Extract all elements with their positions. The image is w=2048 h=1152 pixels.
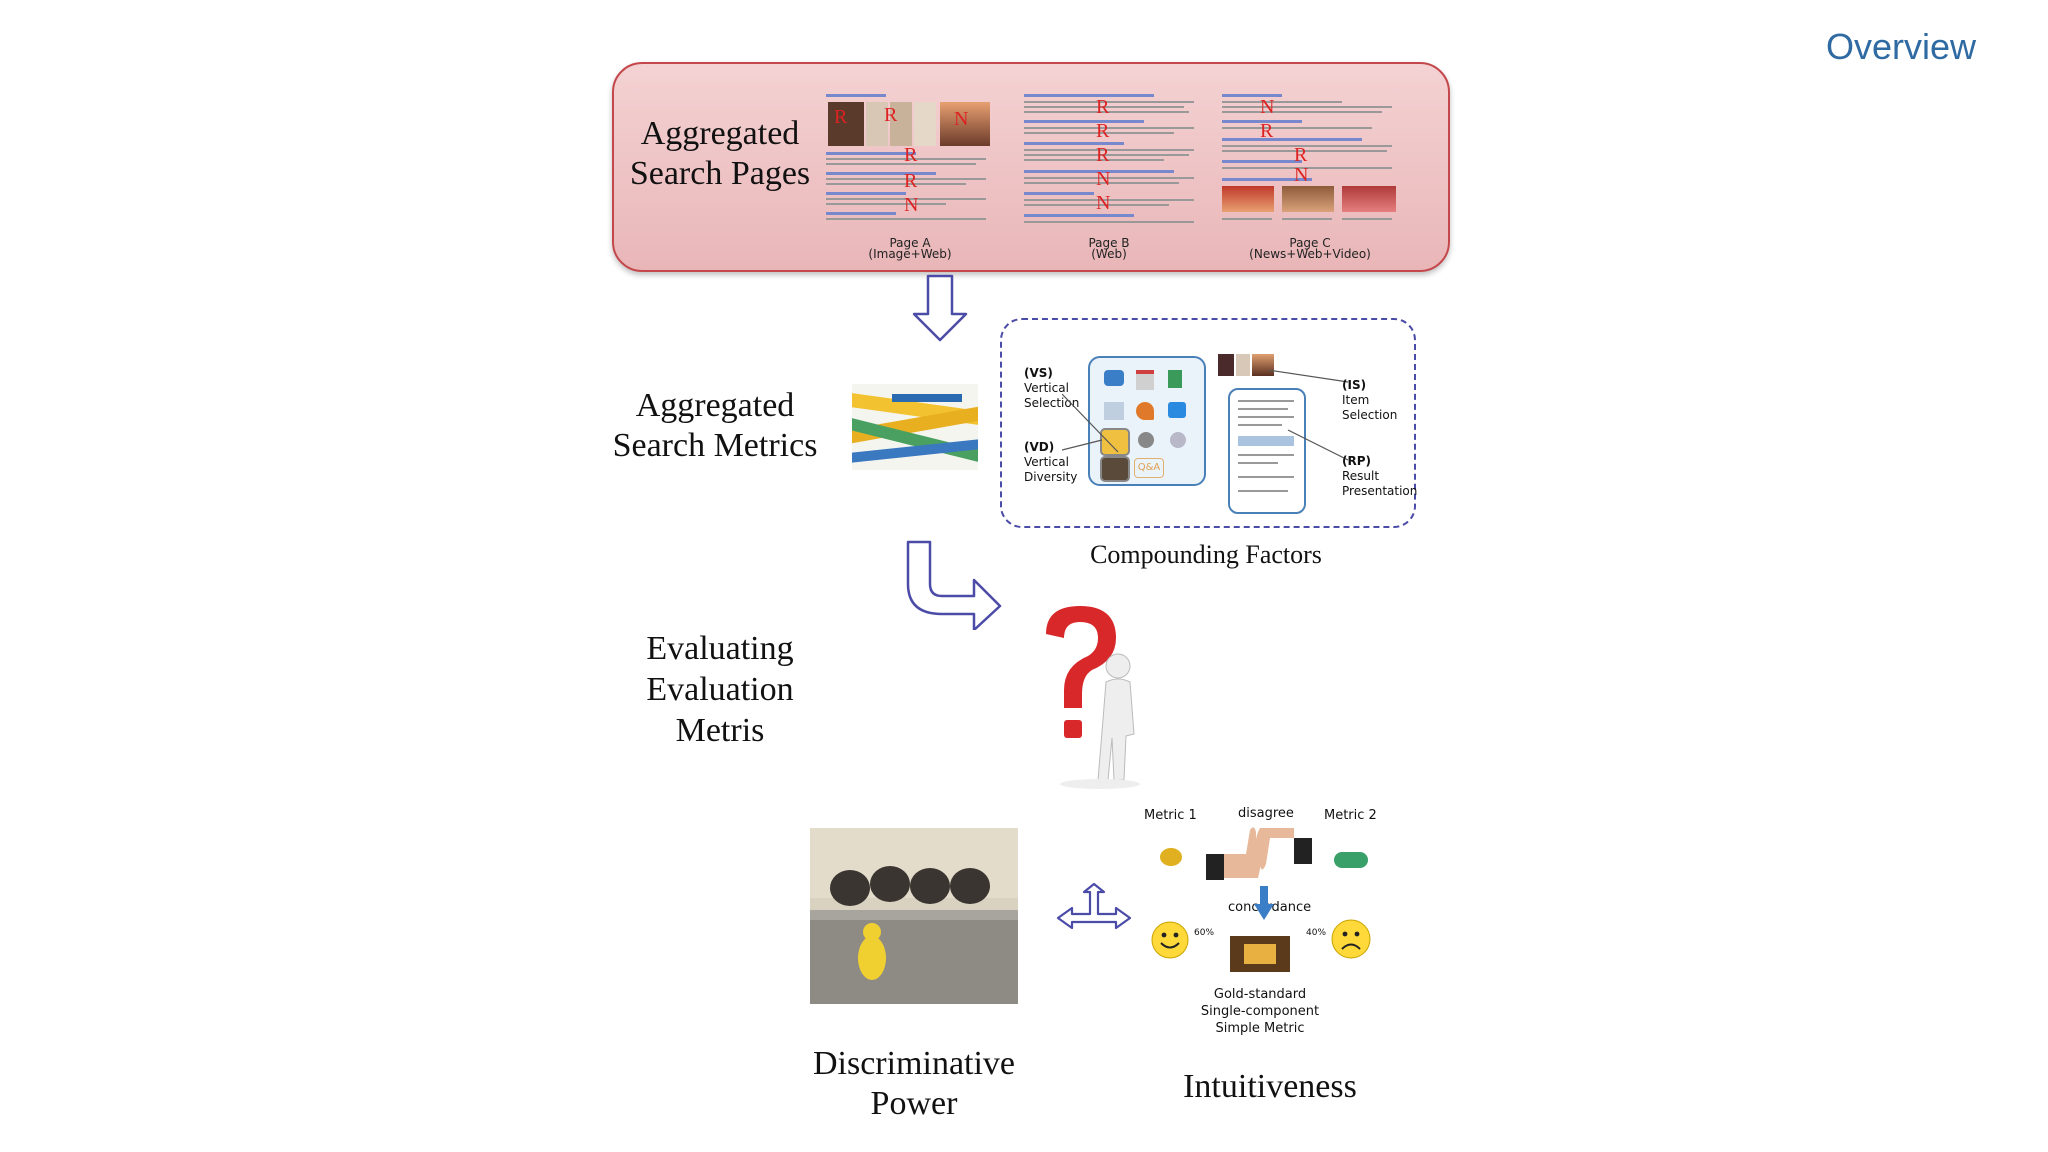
thumbs-icon — [1206, 827, 1312, 880]
video-icon — [1100, 456, 1130, 482]
sad-face-icon — [1331, 919, 1371, 959]
search-metrics-label-line1: Aggregated — [635, 387, 795, 424]
n-badge: N — [1096, 168, 1111, 190]
r-badge: R — [834, 106, 848, 128]
page-c-caption: Page C (News+Web+Video) — [1249, 236, 1371, 261]
pct-right: 40% — [1306, 928, 1327, 938]
gear-icon — [1138, 432, 1154, 448]
search-metrics-label-line2: Search Metrics — [612, 427, 818, 464]
search-pages-label-line2: Search Pages — [629, 155, 811, 192]
doc-icon — [1104, 402, 1124, 420]
evaluating-label-line3: Metris — [675, 712, 765, 749]
result-images-strip — [1218, 354, 1274, 378]
n-badge: N — [1096, 192, 1111, 214]
n-badge: N — [904, 194, 919, 216]
page-c-thumbnail — [1222, 92, 1398, 242]
result-page-panel — [1228, 388, 1306, 514]
down-arrow-blue-icon — [1254, 886, 1274, 920]
question-figure-image — [1046, 606, 1140, 789]
bidirectional-arrow-icon — [1056, 882, 1132, 930]
result-connectors — [1268, 370, 1349, 461]
factor-connectors — [1062, 393, 1119, 453]
discriminative-power-line2: Power — [870, 1085, 958, 1122]
news-icon — [1136, 370, 1154, 390]
page-a-caption: Page A (Image+Web) — [868, 236, 952, 261]
tape-green-icon — [1334, 852, 1368, 868]
slide-title: Overview — [1825, 26, 1976, 67]
r-badge: R — [1096, 96, 1110, 118]
metric2-label: Metric 2 — [1324, 808, 1377, 823]
search-metrics-label: Aggregated Search Metrics — [600, 386, 830, 466]
chat-icon — [1168, 402, 1186, 418]
compounding-factors-box: (VS) Vertical Selection (VD) Vertical Di… — [1000, 318, 1418, 528]
discriminative-power-line1: Discriminative — [812, 1045, 1016, 1082]
qa-icon: Q&A — [1134, 458, 1164, 478]
n-badge: N — [1294, 164, 1309, 186]
tape-measures-image — [852, 384, 978, 470]
down-arrow-icon — [912, 274, 968, 342]
book-icon — [1168, 370, 1182, 388]
r-badge: R — [1096, 144, 1110, 166]
happy-face-icon — [1151, 921, 1189, 959]
page-b-caption: Page B (Web) — [1088, 236, 1130, 261]
r-badge: R — [1294, 144, 1308, 166]
globe-icon — [1170, 432, 1186, 448]
factor-is: (IS) Item Selection — [1342, 378, 1398, 422]
n-badge: N — [1260, 96, 1275, 118]
page-a-image-strip — [828, 102, 990, 146]
evaluating-label-line1: Evaluating — [646, 630, 794, 667]
evaluating-label: Evaluating Evaluation Metris — [620, 628, 820, 751]
bent-arrow-icon — [906, 540, 1002, 630]
food-icon — [1136, 402, 1154, 420]
intuitiveness-label: Intuitiveness — [1183, 1068, 1357, 1105]
discriminative-power-label: Discriminative Power — [780, 1044, 1048, 1124]
metric1-label: Metric 1 — [1144, 808, 1197, 823]
r-badge: R — [904, 170, 918, 192]
tag-icon — [1100, 428, 1130, 456]
gold-standard-label: Gold-standard Single-component Simple Me… — [1200, 987, 1320, 1036]
camera-icon — [1104, 370, 1124, 386]
search-pages-label: Aggregated Search Pages — [620, 114, 820, 194]
verticals-panel: Q&A — [1088, 356, 1206, 486]
pct-left: 60% — [1194, 928, 1215, 938]
search-pages-box: Aggregated Search Pages Page A (Image+We… — [612, 62, 1450, 272]
compounding-factors-title: Compounding Factors — [1090, 540, 1322, 569]
r-badge: R — [904, 144, 918, 166]
page-c-video-strip — [1222, 186, 1398, 214]
evaluating-label-line2: Evaluation — [646, 671, 794, 708]
n-badge: N — [954, 108, 969, 130]
tape-yellow-icon — [1160, 848, 1182, 866]
r-badge: R — [1260, 120, 1274, 142]
page-a-thumbnail — [826, 92, 994, 244]
gold-standard-icon — [1230, 936, 1290, 972]
search-pages-label-line1: Aggregated — [640, 115, 800, 152]
factor-rp: (RP) Result Presentation — [1342, 454, 1418, 498]
factor-vd: (VD) Vertical Diversity — [1024, 440, 1078, 484]
r-badge: R — [1096, 120, 1110, 142]
page-b-thumbnail — [1024, 92, 1194, 242]
factor-vs: (VS) Vertical Selection — [1024, 366, 1080, 410]
ducklings-image — [810, 828, 1018, 1004]
disagree-label: disagree — [1238, 806, 1294, 821]
r-badge: R — [884, 104, 898, 126]
